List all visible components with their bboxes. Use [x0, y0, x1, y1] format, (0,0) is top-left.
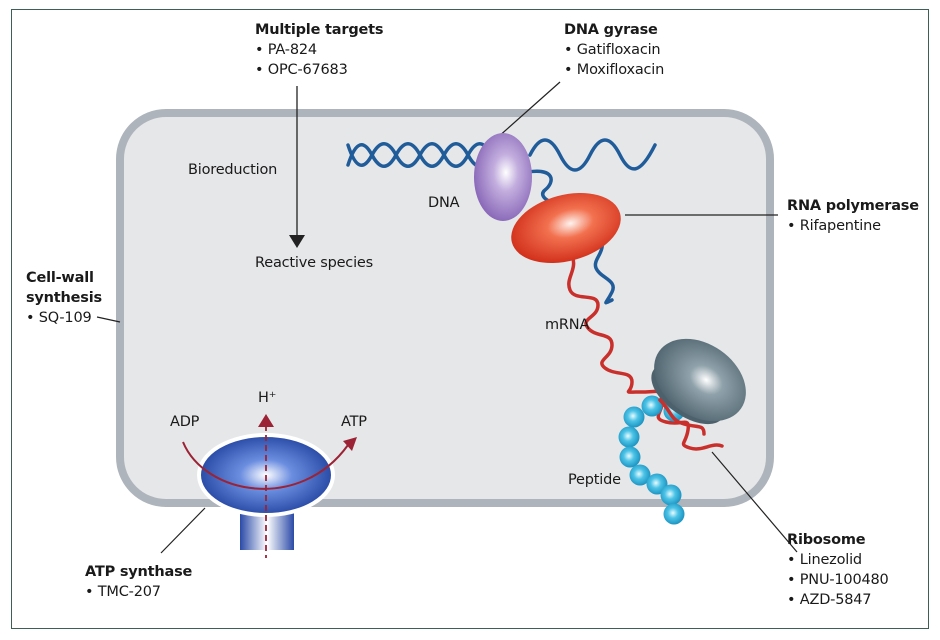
- proton-arrow-head: [258, 414, 274, 427]
- label-bioreduction: Bioreduction: [188, 162, 278, 178]
- ribosome-large-subunit: [654, 338, 746, 422]
- bioreduction-arrow-head: [289, 235, 305, 248]
- multiple-targets-title: Multiple targets: [255, 22, 384, 38]
- leader-line-atp-synthase: [160, 507, 206, 554]
- peptide-bead: [629, 464, 651, 486]
- dna-gyrase-title: DNA gyrase: [564, 22, 658, 38]
- label-multiple-targets: Multiple targets PA-824 OPC-67683: [255, 20, 384, 80]
- mrna-strand: [567, 253, 724, 451]
- drug-opc-67683: OPC-67683: [255, 60, 383, 80]
- drug-azd-5847: AZD-5847: [787, 590, 889, 610]
- drug-moxifloxacin: Moxifloxacin: [564, 60, 665, 80]
- mrna-strand-through-ribosome: [658, 398, 706, 436]
- drug-gatifloxacin: Gatifloxacin: [564, 40, 664, 60]
- cell-wall-title-line1: Cell-wall: [26, 270, 94, 286]
- leader-line-ribosome: [711, 451, 798, 553]
- label-proton: H⁺: [258, 390, 277, 406]
- dna-gyrase-enzyme: [474, 133, 532, 221]
- drug-pa-824: PA-824: [255, 40, 383, 60]
- label-dna-gyrase: DNA gyrase Gatifloxacin Moxifloxacin: [564, 20, 664, 80]
- drug-pnu-100480: PNU-100480: [787, 570, 889, 590]
- drug-tmc-207: TMC-207: [85, 582, 192, 602]
- adp-atp-reaction-arrow: [182, 441, 349, 490]
- drug-rifapentine: Rifapentine: [787, 216, 919, 236]
- label-peptide: Peptide: [568, 472, 621, 488]
- label-atp: ATP: [341, 414, 367, 430]
- label-rna-polymerase: RNA polymerase Rifapentine: [787, 196, 919, 236]
- peptide-bead: [623, 406, 645, 428]
- atp-synthase-stalk: [240, 512, 294, 550]
- peptide-bead: [660, 484, 682, 506]
- dna-helix-strand-b: [346, 142, 492, 168]
- cell-wall-title-line2: synthesis: [26, 290, 102, 306]
- label-dna: DNA: [428, 195, 460, 211]
- rna-polymerase-enzyme: [511, 192, 621, 264]
- peptide-bead: [618, 426, 640, 448]
- leader-line-gyrase: [496, 81, 561, 139]
- drug-sq-109: SQ-109: [26, 308, 102, 328]
- ribosome-title: Ribosome: [787, 532, 866, 548]
- label-ribosome: Ribosome Linezolid PNU-100480 AZD-5847: [787, 530, 889, 610]
- label-atp-synthase: ATP synthase TMC-207: [85, 562, 192, 602]
- label-adp: ADP: [170, 414, 200, 430]
- label-mrna: mRNA: [545, 317, 590, 333]
- peptide-bead: [619, 446, 641, 468]
- drug-linezolid: Linezolid: [787, 550, 889, 570]
- dna-single-strand: [528, 138, 657, 172]
- rna-polymerase-title: RNA polymerase: [787, 198, 919, 214]
- peptide-bead: [663, 503, 685, 525]
- label-cell-wall-synthesis: Cell-wall synthesis SQ-109: [26, 268, 102, 328]
- atp-synthase-title: ATP synthase: [85, 564, 193, 580]
- atp-arrow-head: [343, 437, 357, 451]
- peptide-bead: [641, 395, 663, 417]
- label-reactive-species: Reactive species: [255, 255, 373, 271]
